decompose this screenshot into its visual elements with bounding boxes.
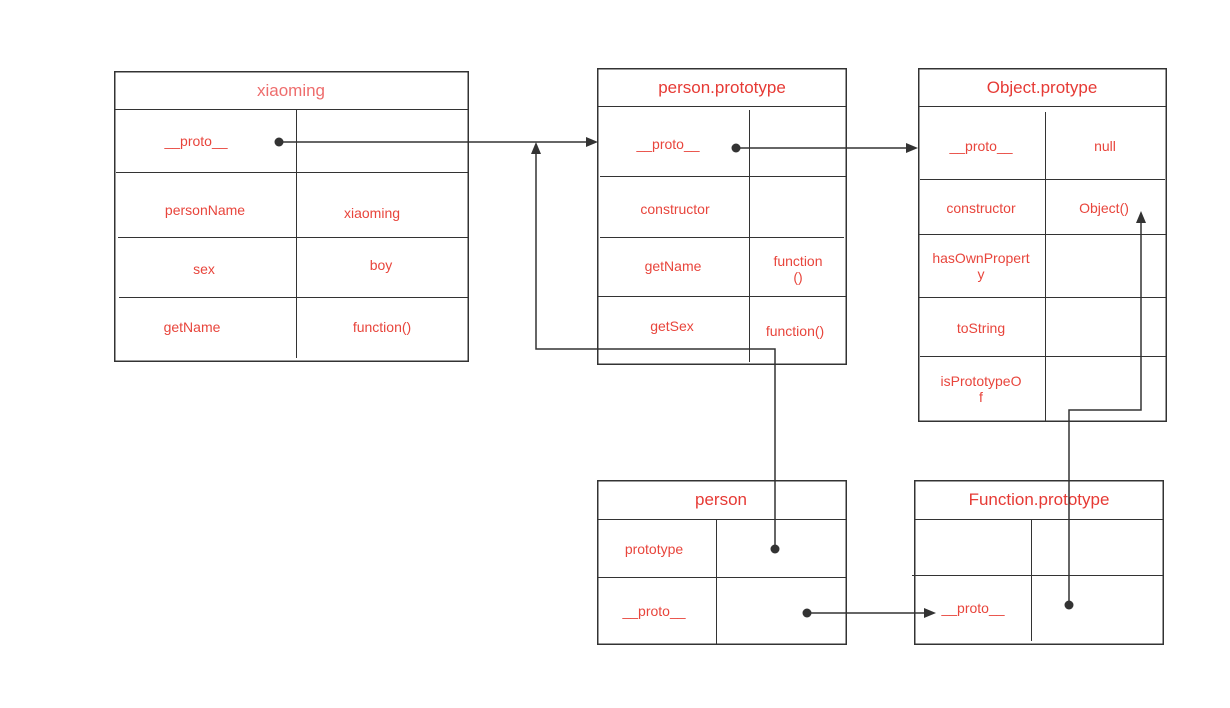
- person-title: person: [695, 490, 747, 509]
- xiaoming-title: xiaoming: [256, 81, 326, 100]
- arrowhead-right: [906, 143, 918, 153]
- row-divider: [597, 296, 847, 297]
- xiaoming-getname-key: getName: [163, 319, 221, 335]
- row-divider: [116, 172, 469, 173]
- object-prototype-isprototypeof-key: isPrototypeOf: [940, 373, 1022, 405]
- person-prototype-proto-key: __proto__: [636, 136, 700, 152]
- xiaoming-sex-key: sex: [193, 261, 215, 277]
- object-prototype-proto-value: null: [1094, 138, 1116, 154]
- title-divider: [918, 106, 1167, 107]
- person-prototype-object-box: person.prototype __proto__ constructor g…: [597, 68, 847, 365]
- title-divider: [914, 519, 1164, 520]
- object-prototype-constructor-key: constructor: [946, 200, 1016, 216]
- title-divider: [597, 519, 847, 520]
- row-divider: [600, 237, 844, 238]
- person-object-box: person prototype __proto__: [597, 480, 847, 645]
- person-proto-key: __proto__: [622, 603, 686, 619]
- row-divider: [118, 237, 469, 238]
- column-divider: [1045, 112, 1046, 422]
- arrowhead-up: [531, 142, 541, 154]
- person-prototype-getsex-value: function(): [765, 323, 825, 339]
- row-divider: [597, 577, 847, 578]
- object-prototype-tostring-key: toString: [956, 320, 1006, 336]
- object-prototype-object-box: Object.protype __proto__ null constructo…: [918, 68, 1167, 422]
- column-divider: [716, 520, 717, 645]
- xiaoming-personname-key: personName: [164, 202, 246, 218]
- row-divider: [600, 176, 847, 177]
- row-divider: [119, 297, 469, 298]
- row-divider: [918, 297, 1167, 298]
- object-prototype-constructor-value: Object(): [1079, 200, 1129, 216]
- column-divider: [296, 110, 297, 358]
- object-prototype-title: Object.protype: [986, 78, 1098, 97]
- title-divider: [597, 106, 847, 107]
- column-divider: [749, 110, 750, 362]
- person-prototype-key: prototype: [624, 541, 684, 557]
- person-prototype-getsex-key: getSex: [650, 318, 694, 334]
- xiaoming-sex-value: boy: [369, 257, 393, 273]
- xiaoming-object-box: xiaoming __proto__ personName xiaoming s…: [114, 71, 469, 362]
- object-prototype-proto-key: __proto__: [949, 138, 1013, 154]
- column-divider: [1031, 520, 1032, 641]
- person-prototype-constructor-key: constructor: [640, 201, 710, 217]
- row-divider: [920, 356, 1167, 357]
- xiaoming-personname-value: xiaoming: [343, 205, 401, 221]
- person-prototype-getname-key: getName: [644, 258, 702, 274]
- title-divider: [114, 109, 469, 110]
- object-prototype-hasownproperty-key: hasOwnProperty: [932, 250, 1030, 282]
- xiaoming-proto-key: __proto__: [164, 133, 228, 149]
- person-prototype-getname-value: function(): [773, 253, 823, 285]
- row-divider: [920, 179, 1165, 180]
- function-prototype-object-box: Function.prototype __proto__: [912, 480, 1164, 645]
- xiaoming-getname-value: function(): [352, 319, 412, 335]
- function-prototype-title: Function.prototype: [968, 490, 1110, 509]
- row-divider: [918, 234, 1167, 235]
- row-divider: [912, 575, 1164, 576]
- person-prototype-title: person.prototype: [658, 78, 786, 97]
- function-prototype-proto-key: __proto__: [941, 600, 1005, 616]
